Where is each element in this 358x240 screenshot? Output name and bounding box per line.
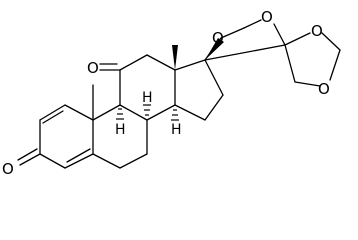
steroid-structure-diagram: O O O O O O H H H	[2, 8, 341, 178]
bond-ch2-o4	[329, 49, 341, 81]
atom-o-ring2-a: O	[311, 22, 323, 40]
atom-o-ring1-a: O	[212, 29, 224, 47]
bond-c4-c5-double	[66, 148, 91, 163]
bond-o2-c20	[273, 23, 286, 46]
bond-c20-o3	[284, 32, 311, 46]
bond-c15-c14	[174, 104, 206, 121]
stereo-h-c14: H	[171, 122, 182, 138]
atom-o-ring1-b: O	[261, 8, 273, 26]
bond-o4-ch2b	[294, 81, 321, 87]
hash-bonds	[116, 104, 179, 121]
bond-ch2b-c20	[284, 44, 296, 83]
bond-c11-c12	[119, 54, 148, 71]
bond-c3-o	[19, 153, 41, 166]
bond-c12-c13	[146, 54, 176, 71]
skeleton-bonds	[17, 19, 341, 169]
bond-ch2-o2	[243, 19, 262, 29]
bond-c9-c8	[119, 104, 148, 121]
stereo-bonds	[172, 38, 224, 70]
atom-o-ring2-b: O	[318, 80, 330, 98]
atom-o-c3-ketone: O	[2, 160, 14, 178]
bond-c16-c15	[204, 94, 224, 121]
bond-c14-c8	[146, 104, 176, 121]
stereo-h-c8: H	[142, 90, 153, 106]
wedge-c17-o1	[205, 38, 224, 60]
stereo-h-c9: H	[115, 122, 126, 138]
bond-c3-c4	[39, 153, 66, 169]
bond-c20-c17	[204, 44, 286, 61]
bond-c7-c6	[119, 153, 148, 169]
bond-c17-c16	[204, 59, 224, 96]
bond-c1-c2	[39, 104, 66, 121]
bond-c10-c9	[92, 104, 121, 121]
bond-c1-c2-double	[42, 110, 64, 124]
atom-o-c11-ketone: O	[87, 59, 99, 77]
bond-c3-o-double	[17, 148, 38, 161]
bond-o3-ch2	[321, 32, 341, 51]
bond-c4-c5	[64, 153, 94, 169]
wedge-c13-methyl	[172, 45, 178, 70]
bond-c10-c1	[64, 104, 94, 121]
bond-c13-c17	[174, 59, 206, 71]
bond-c6-c5	[92, 153, 121, 169]
bond-o1-ch2	[220, 27, 245, 39]
